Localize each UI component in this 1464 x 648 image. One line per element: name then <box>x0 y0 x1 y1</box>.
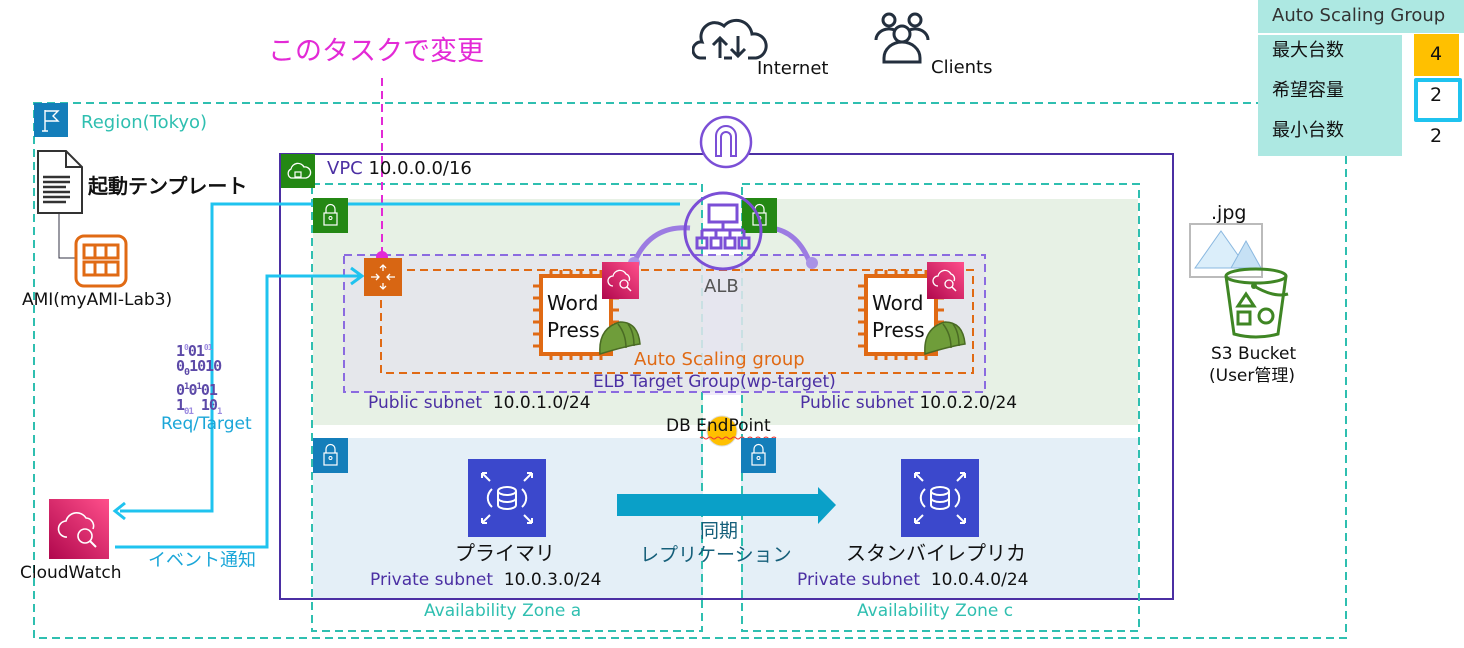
metrics-label: Req/Target <box>161 414 252 434</box>
ec2-instance-a[interactable]: Word Press <box>527 270 627 360</box>
cloudwatch-icon[interactable] <box>49 499 109 559</box>
az-a-boundary <box>311 183 703 632</box>
instance-label-line1: Word <box>547 291 599 315</box>
rds-primary-icon[interactable] <box>468 459 546 537</box>
subnet-type: Private subnet <box>797 570 920 590</box>
instance-label-line1: Word <box>872 291 924 315</box>
ami-icon <box>74 234 128 288</box>
cloud-upload-download-icon <box>692 18 768 60</box>
hardhat-icon <box>924 321 966 355</box>
asg-panel-title: Auto Scaling Group <box>1272 5 1446 26</box>
db-endpoint-label: DB EndPoint <box>666 416 771 436</box>
asg-boundary <box>380 269 974 374</box>
cloudwatch-agent-icon <box>602 262 639 299</box>
event-notification-label: イベント通知 <box>148 550 256 571</box>
ec2-chip-icon <box>858 270 944 360</box>
document-icon <box>37 150 83 214</box>
rds-standby-icon[interactable] <box>901 459 979 537</box>
cloudwatch-label: CloudWatch <box>20 563 122 583</box>
internet-gateway-icon[interactable] <box>698 114 754 170</box>
public-subnet-a-label: Public subnet 10.0.1.0/24 <box>368 395 591 412</box>
s3-bucket-icon[interactable] <box>1222 266 1294 340</box>
asg-desired-value: 2 <box>1430 84 1443 106</box>
az-c-boundary <box>741 183 1140 632</box>
launch-template-label: 起動テンプレート <box>88 174 248 198</box>
subnet-type: Public subnet <box>800 393 915 413</box>
instance-label-line2: Press <box>872 318 925 342</box>
asg-panel-header <box>1258 0 1464 33</box>
vpc-cloud-lock-icon <box>281 154 315 188</box>
rds-primary-label: プライマリ <box>455 541 555 565</box>
subnet-type: Private subnet <box>370 570 493 590</box>
asg-min-label: 最小台数 <box>1272 120 1344 141</box>
private-subnet-lock-icon <box>741 438 776 473</box>
private-subnet-lock-icon <box>313 438 348 473</box>
asg-min-value: 2 <box>1430 125 1443 147</box>
ec2-instance-c[interactable]: Word Press <box>852 270 952 360</box>
vpc-label: VPC 10.0.0.0/16 <box>327 160 472 178</box>
public-subnet-c-label: Public subnet 10.0.2.0/24 <box>800 395 1017 412</box>
replication-label: レプリケーション <box>640 544 792 566</box>
sync-label: 同期 <box>700 520 739 542</box>
hardhat-icon <box>599 321 641 355</box>
asg-group-label: Auto Scaling group <box>634 349 805 370</box>
subnet-cidr: 10.0.4.0/24 <box>930 570 1029 590</box>
subnet-cidr: 10.0.2.0/24 <box>919 393 1018 413</box>
subnet-cidr: 10.0.3.0/24 <box>503 570 602 590</box>
private-subnet-a-label: Private subnet 10.0.3.0/24 <box>370 572 601 589</box>
instance-label-line2: Press <box>547 318 600 342</box>
vpc-cidr: 10.0.0.0/16 <box>368 158 472 179</box>
cloudwatch-agent-icon <box>927 262 964 299</box>
region-boundary <box>33 102 1347 639</box>
s3-label-line1: S3 Bucket <box>1211 344 1297 364</box>
asg-panel-body <box>1258 35 1402 156</box>
public-subnet-lock-icon <box>313 198 348 233</box>
region-label: Region(Tokyo) <box>81 112 208 133</box>
replication-arrow <box>617 487 836 524</box>
asg-desired-label: 希望容量 <box>1272 80 1344 101</box>
internet-label: Internet <box>757 58 829 79</box>
binary-data-icon: 100101 001010 010101 101 101 <box>176 342 222 417</box>
asg-max-value: 4 <box>1430 43 1443 65</box>
ec2-chip-icon <box>533 270 619 360</box>
target-group-label: ELB Target Group(wp-target) <box>593 372 836 392</box>
az-a-label: Availability Zone a <box>424 601 582 621</box>
asg-max-label: 最大台数 <box>1272 40 1344 61</box>
asg-max-value-box <box>1414 34 1459 76</box>
file-extension-label: .jpg <box>1211 202 1247 224</box>
az-c-label: Availability Zone c <box>857 601 1014 621</box>
change-annotation-label: このタスクで変更 <box>268 36 484 67</box>
private-subnet-c-label: Private subnet 10.0.4.0/24 <box>797 572 1028 589</box>
auto-scaling-icon[interactable] <box>364 258 402 296</box>
s3-label-line2: (User管理) <box>1209 366 1296 386</box>
load-balancer-icon[interactable] <box>682 190 764 272</box>
region-flag-icon <box>34 103 68 137</box>
rds-standby-label: スタンバイレプリカ <box>846 541 1026 565</box>
users-group-icon <box>874 12 930 64</box>
subnet-type: Public subnet <box>368 393 483 413</box>
vpc-name: VPC <box>327 158 363 179</box>
clients-label: Clients <box>931 57 993 78</box>
ami-label: AMI(myAMI-Lab3) <box>22 290 173 310</box>
alb-label: ALB <box>704 276 739 297</box>
subnet-cidr: 10.0.1.0/24 <box>492 393 591 413</box>
asg-desired-value-box <box>1414 78 1462 122</box>
